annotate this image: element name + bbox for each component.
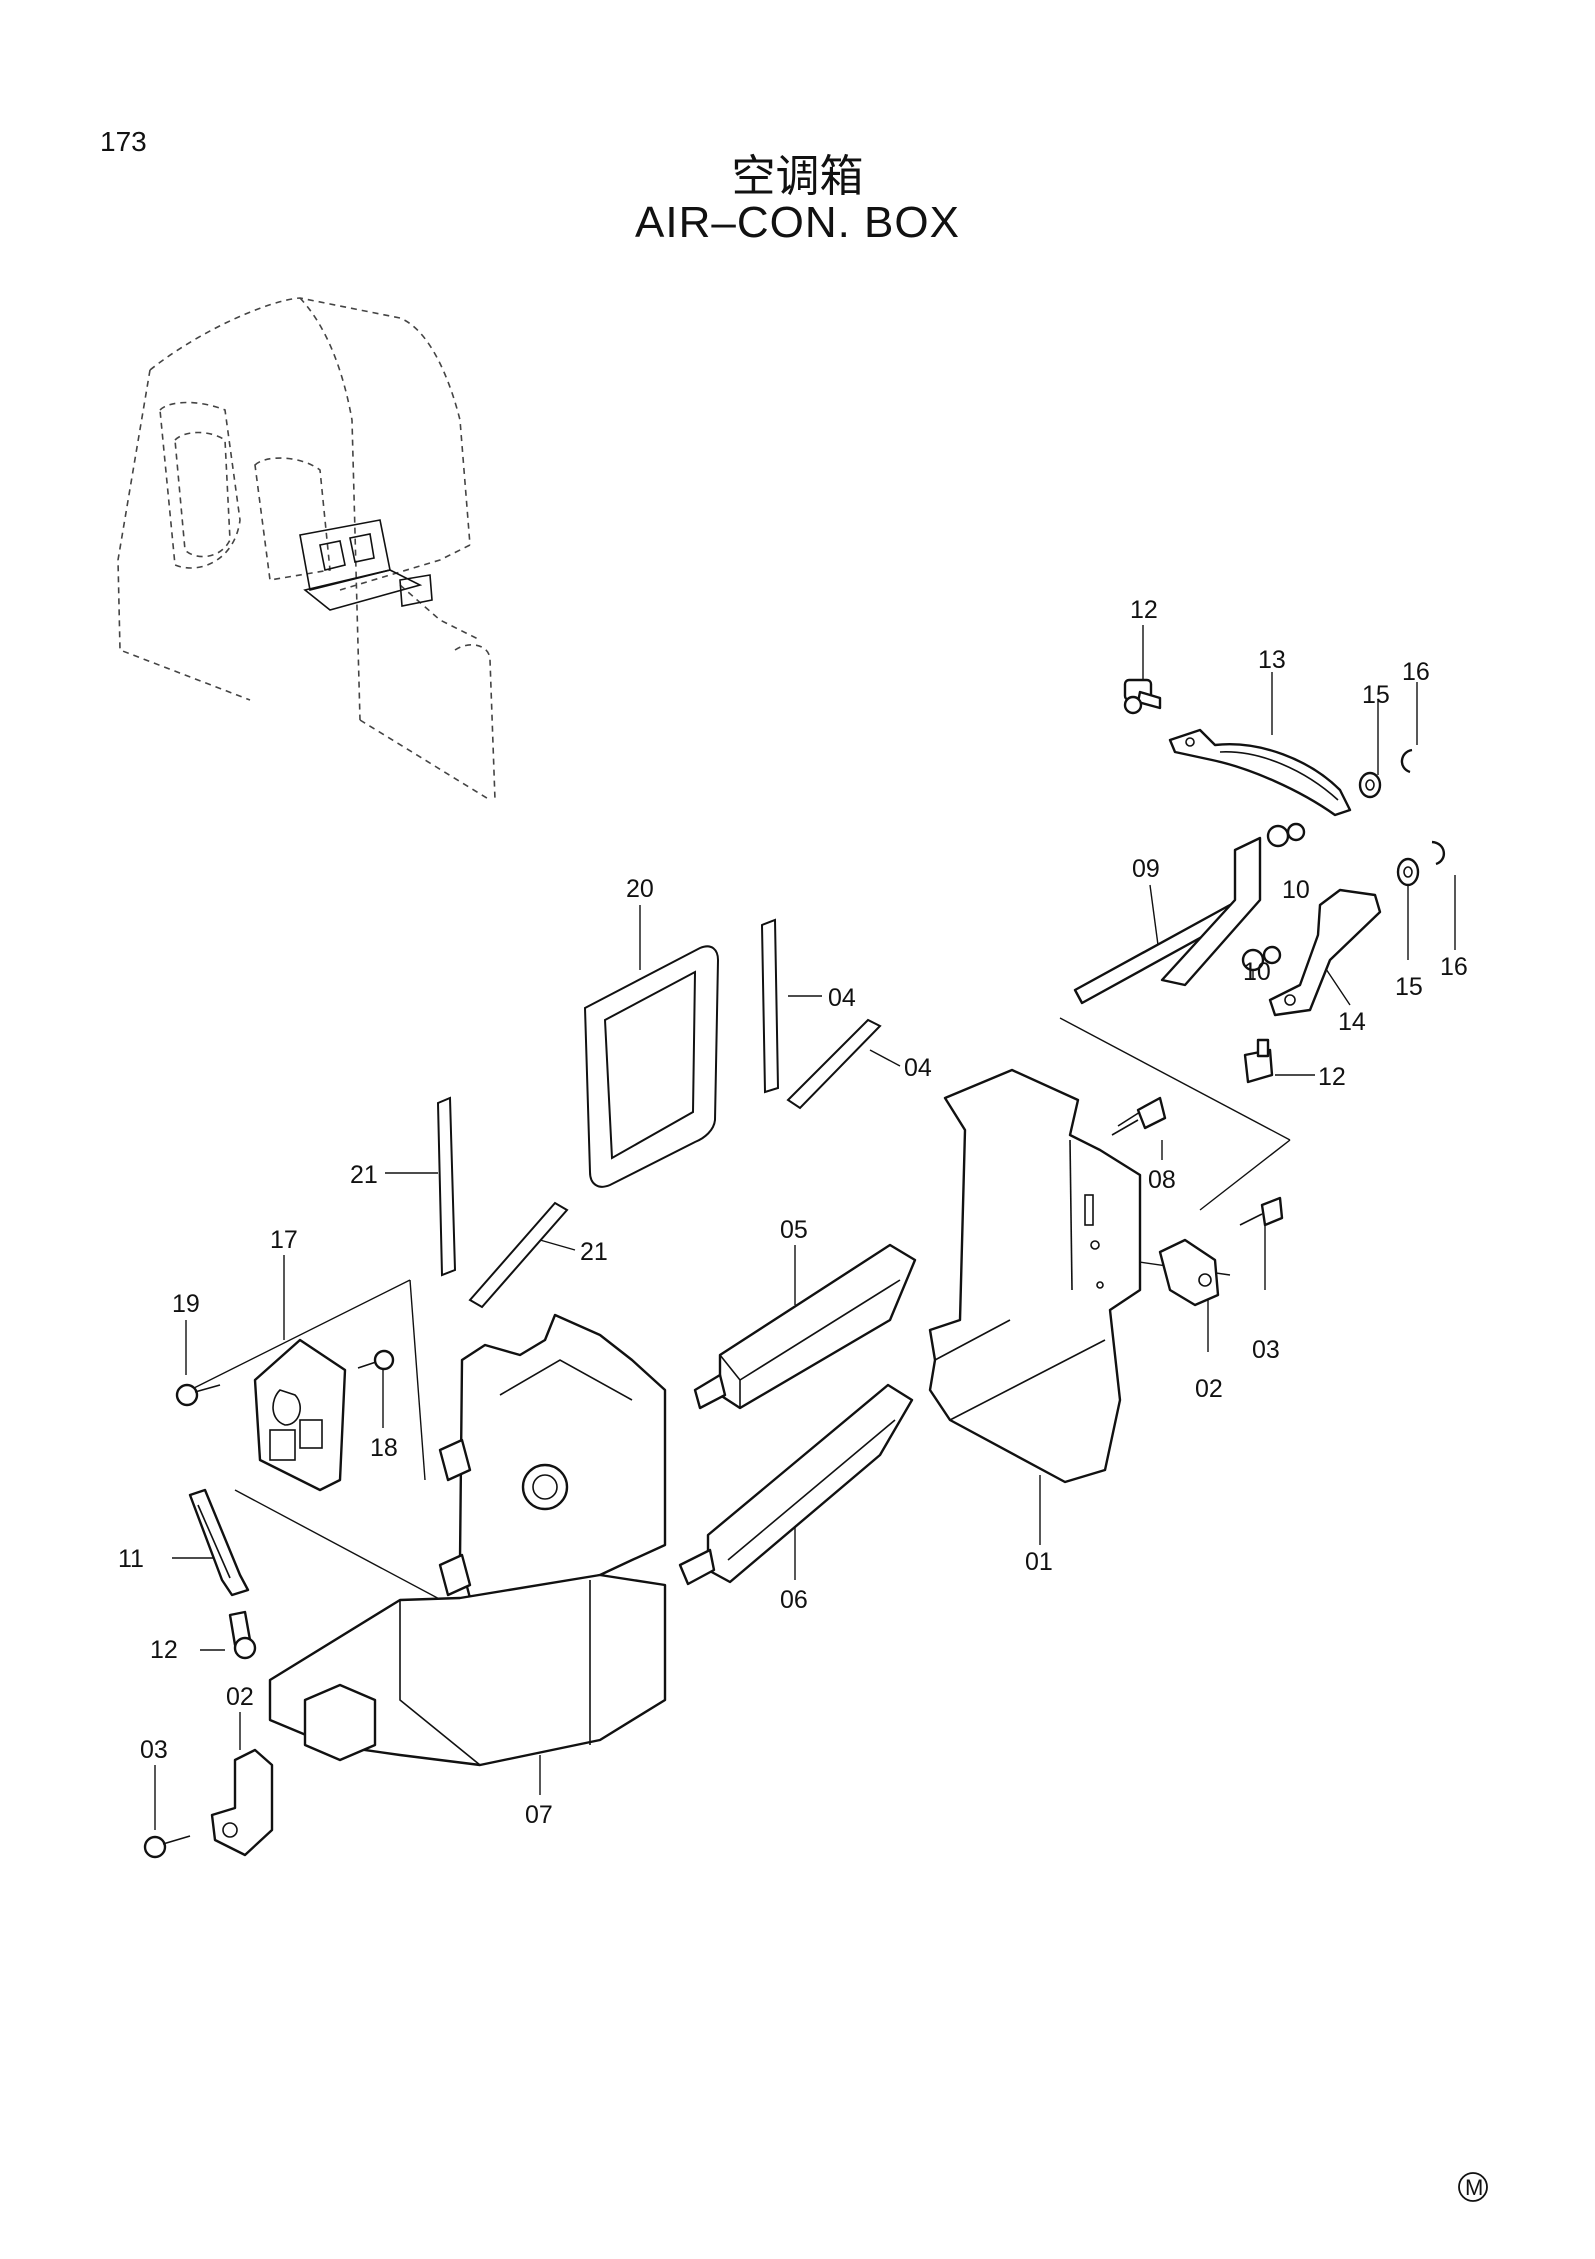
callout-02-left: 02 (226, 1683, 254, 1711)
part-14-lever (1268, 888, 1382, 1017)
page-number: 173 (100, 126, 147, 157)
callout-19: 19 (172, 1290, 200, 1318)
part-08-screw (1111, 1096, 1167, 1136)
callout-labels: 12 13 15 16 09 10 10 15 16 14 12 20 04 0… (118, 596, 1468, 1829)
callout-21-top: 21 (350, 1161, 378, 1189)
callout-13: 13 (1258, 646, 1286, 674)
part-19-screw (175, 1383, 221, 1407)
callout-05: 05 (780, 1216, 808, 1244)
part-12-bolt-left (228, 1610, 257, 1660)
part-03-screw-left (143, 1835, 191, 1859)
callout-01: 01 (1025, 1548, 1053, 1576)
part-03-screw-right (1239, 1196, 1284, 1227)
corner-mark-letter: M (1465, 2175, 1483, 2200)
part-13-lever (1168, 728, 1352, 817)
callout-20: 20 (626, 875, 654, 903)
callout-16-top: 16 (1402, 658, 1430, 686)
part-17-blower-unit (253, 1338, 347, 1492)
part-04-strip-vertical (760, 918, 780, 1094)
callout-16-bottom: 16 (1440, 953, 1468, 981)
part-16-clip-top (1400, 748, 1413, 774)
callout-11: 11 (118, 1545, 144, 1573)
part-12-bolt-right (1243, 1038, 1274, 1084)
corner-mark: M (1458, 2172, 1488, 2202)
part-10-bushing-top (1266, 822, 1306, 848)
cab-location-sketch (117, 297, 496, 801)
callout-10-bottom: 10 (1243, 958, 1271, 986)
callout-12-top: 12 (1130, 596, 1158, 624)
part-21-strip-diagonal (468, 1201, 569, 1309)
part-04-strip-diagonal (786, 1018, 882, 1110)
part-05-heater-core (693, 1243, 917, 1410)
callout-04-bottom: 04 (904, 1054, 932, 1082)
part-11-bracket (188, 1488, 250, 1597)
callout-04-top: 04 (828, 984, 856, 1012)
part-10-bushing-bottom (1241, 945, 1282, 972)
part-15-washer-top (1358, 771, 1382, 799)
callout-12-left: 12 (150, 1636, 178, 1664)
part-16-clip-bottom (1431, 840, 1445, 866)
part-07-duct (268, 1313, 667, 1767)
callout-10-top: 10 (1282, 876, 1310, 904)
part-18-screw (357, 1349, 395, 1371)
callout-03-left: 03 (140, 1736, 168, 1764)
callout-09: 09 (1132, 855, 1160, 883)
callout-18: 18 (370, 1434, 398, 1462)
part-02-bracket-right (1158, 1238, 1220, 1307)
callout-21-bottom: 21 (580, 1238, 608, 1266)
callout-03-right: 03 (1252, 1336, 1280, 1364)
callout-15-bottom: 15 (1395, 973, 1423, 1001)
part-20-seal-frame (583, 945, 720, 1188)
part-02-bracket-left (210, 1748, 274, 1857)
title-english: AIR–CON. BOX (635, 198, 960, 247)
part-06-evaporator (678, 1383, 914, 1586)
part-15-washer-bottom (1396, 857, 1420, 887)
callout-15-top: 15 (1362, 681, 1390, 709)
callout-02-right: 02 (1195, 1375, 1223, 1403)
callout-06: 06 (780, 1586, 808, 1614)
callout-17: 17 (270, 1226, 298, 1254)
title-chinese: 空调箱 (731, 151, 864, 202)
callout-14: 14 (1338, 1008, 1366, 1036)
part-01-housing (928, 1068, 1142, 1484)
part-12-bolt-top (1123, 678, 1162, 715)
callout-12-right: 12 (1318, 1063, 1346, 1091)
callout-07: 07 (525, 1801, 553, 1829)
part-21-strip-vertical (436, 1096, 457, 1277)
part-09-rod (1073, 836, 1262, 1005)
callout-08: 08 (1148, 1166, 1176, 1194)
